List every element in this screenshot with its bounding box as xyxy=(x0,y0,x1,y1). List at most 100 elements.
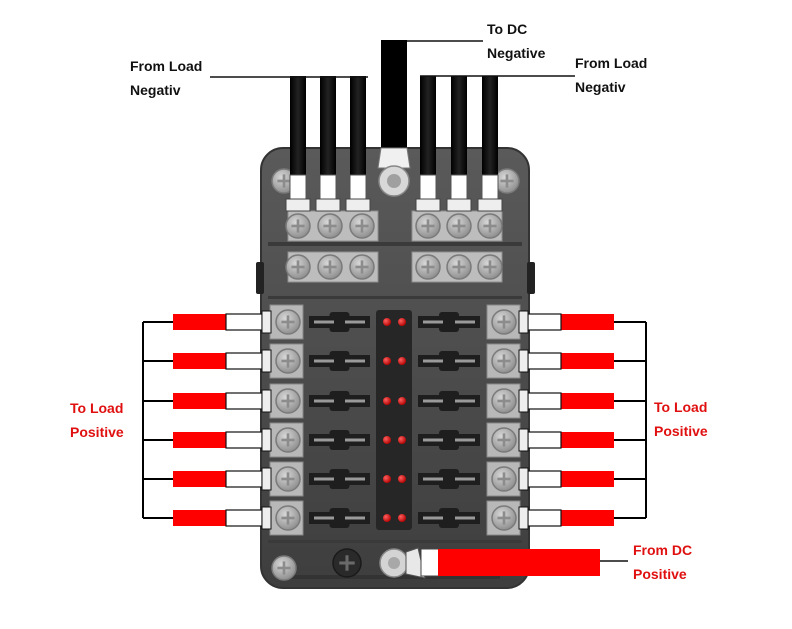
ring-lug xyxy=(261,428,272,452)
ring-lug xyxy=(261,506,272,530)
negative-load-wire xyxy=(451,76,467,176)
label-line-2: Positive xyxy=(70,424,124,440)
fuse-led xyxy=(398,318,406,326)
fuse-contact xyxy=(455,320,475,324)
label-line-2: Negativ xyxy=(575,79,626,95)
fuse-contact xyxy=(345,359,365,363)
positive-terminal-screw xyxy=(275,348,301,374)
dc-positive-lug xyxy=(405,547,426,579)
fuse-slot xyxy=(418,312,480,332)
fuse-led xyxy=(383,357,391,365)
fuse-contact xyxy=(423,359,443,363)
fuse-contact xyxy=(314,438,334,442)
divider-line xyxy=(268,242,522,246)
positive-load-wire xyxy=(173,471,226,487)
label-from-dc-positive: From DC Positive xyxy=(633,541,692,583)
positive-load-wire xyxy=(173,432,226,448)
positive-terminal-screw xyxy=(275,466,301,492)
screw-slot-v xyxy=(296,260,300,274)
fuse-contact xyxy=(345,399,365,403)
fuse-led xyxy=(383,318,391,326)
wire-ferrule xyxy=(319,174,337,201)
positive-load-wire xyxy=(561,471,614,487)
fuse-contact xyxy=(455,477,475,481)
ring-lug xyxy=(261,349,272,373)
label-to-load-positive-right: To Load Positive xyxy=(654,398,708,440)
fuse-slot-center xyxy=(329,508,350,528)
screw-slot-v xyxy=(426,260,430,274)
fuse-led xyxy=(383,397,391,405)
label-line-1: From Load xyxy=(130,58,203,74)
screw-slot-v xyxy=(505,174,509,188)
fuse-slot xyxy=(309,430,370,450)
wire-ferrule xyxy=(527,431,562,449)
dc-negative-wire xyxy=(381,40,407,150)
leader-lines xyxy=(210,40,628,562)
wire-ferrule xyxy=(527,352,562,370)
wire-ferrule xyxy=(225,392,263,410)
dc-positive-wire xyxy=(438,549,600,576)
positive-terminal-screw xyxy=(491,427,517,453)
label-line-1: From DC xyxy=(633,542,693,558)
fuse-contact xyxy=(423,438,443,442)
fuse-slot-center xyxy=(439,469,459,489)
screw-slot-v xyxy=(286,433,290,447)
screw-slot-v xyxy=(286,354,290,368)
fuse-contact xyxy=(455,516,475,520)
label-line-1: To Load xyxy=(70,400,124,416)
dc-positive-stud xyxy=(388,557,400,569)
label-line-1: From Load xyxy=(575,55,648,71)
fuse-contact xyxy=(455,438,475,442)
negative-bus-screw xyxy=(317,213,343,239)
wire-ferrule xyxy=(225,313,263,331)
screw-slot-v xyxy=(426,219,430,233)
fuse-slot xyxy=(309,391,370,411)
wire-lug xyxy=(285,198,311,212)
label-from-load-negative-right: From Load Negativ xyxy=(575,54,647,96)
wire-ferrule xyxy=(450,174,468,201)
fuse-slot-center xyxy=(439,312,459,332)
positive-load-wires-right xyxy=(518,310,647,530)
negative-load-wire xyxy=(350,76,366,176)
wire-ferrule xyxy=(481,174,499,201)
negative-bus-screw xyxy=(446,213,472,239)
fuse-contact xyxy=(423,320,443,324)
negative-bus-screw xyxy=(285,213,311,239)
negative-bus-screw xyxy=(349,213,375,239)
positive-load-wire xyxy=(173,393,226,409)
positive-terminal-screw xyxy=(491,466,517,492)
screw-slot-v xyxy=(286,511,290,525)
negative-load-wire xyxy=(482,76,498,176)
positive-terminal-screw xyxy=(491,309,517,335)
label-line-2: Negative xyxy=(487,45,546,61)
ring-lug xyxy=(518,349,529,373)
fuse-contact xyxy=(345,320,365,324)
positive-terminal-screw xyxy=(275,388,301,414)
fuse-slot-center xyxy=(329,430,350,450)
negative-bus-screw xyxy=(415,254,441,280)
screw-slot-v xyxy=(457,219,461,233)
fuse-slot-center xyxy=(439,391,459,411)
led-strip xyxy=(376,310,412,530)
screw-slot-v xyxy=(502,433,506,447)
fuse-contact xyxy=(423,399,443,403)
fuse-led xyxy=(398,397,406,405)
ring-lug xyxy=(261,467,272,491)
positive-terminal-screw xyxy=(491,348,517,374)
fuse-led xyxy=(398,514,406,522)
ring-lug xyxy=(261,389,272,413)
fuse-contact xyxy=(345,516,365,520)
negative-bus-screw xyxy=(477,254,503,280)
positive-load-wires-left xyxy=(142,310,272,530)
positive-load-wire xyxy=(173,510,226,526)
screw-slot-v xyxy=(360,260,364,274)
wire-lug xyxy=(415,198,441,212)
fuse-slot xyxy=(418,430,480,450)
fuse-slot-center xyxy=(329,312,350,332)
screw-slot-v xyxy=(282,174,286,188)
positive-load-wire xyxy=(173,353,226,369)
negative-load-wire xyxy=(290,76,306,176)
wire-lug xyxy=(345,198,371,212)
